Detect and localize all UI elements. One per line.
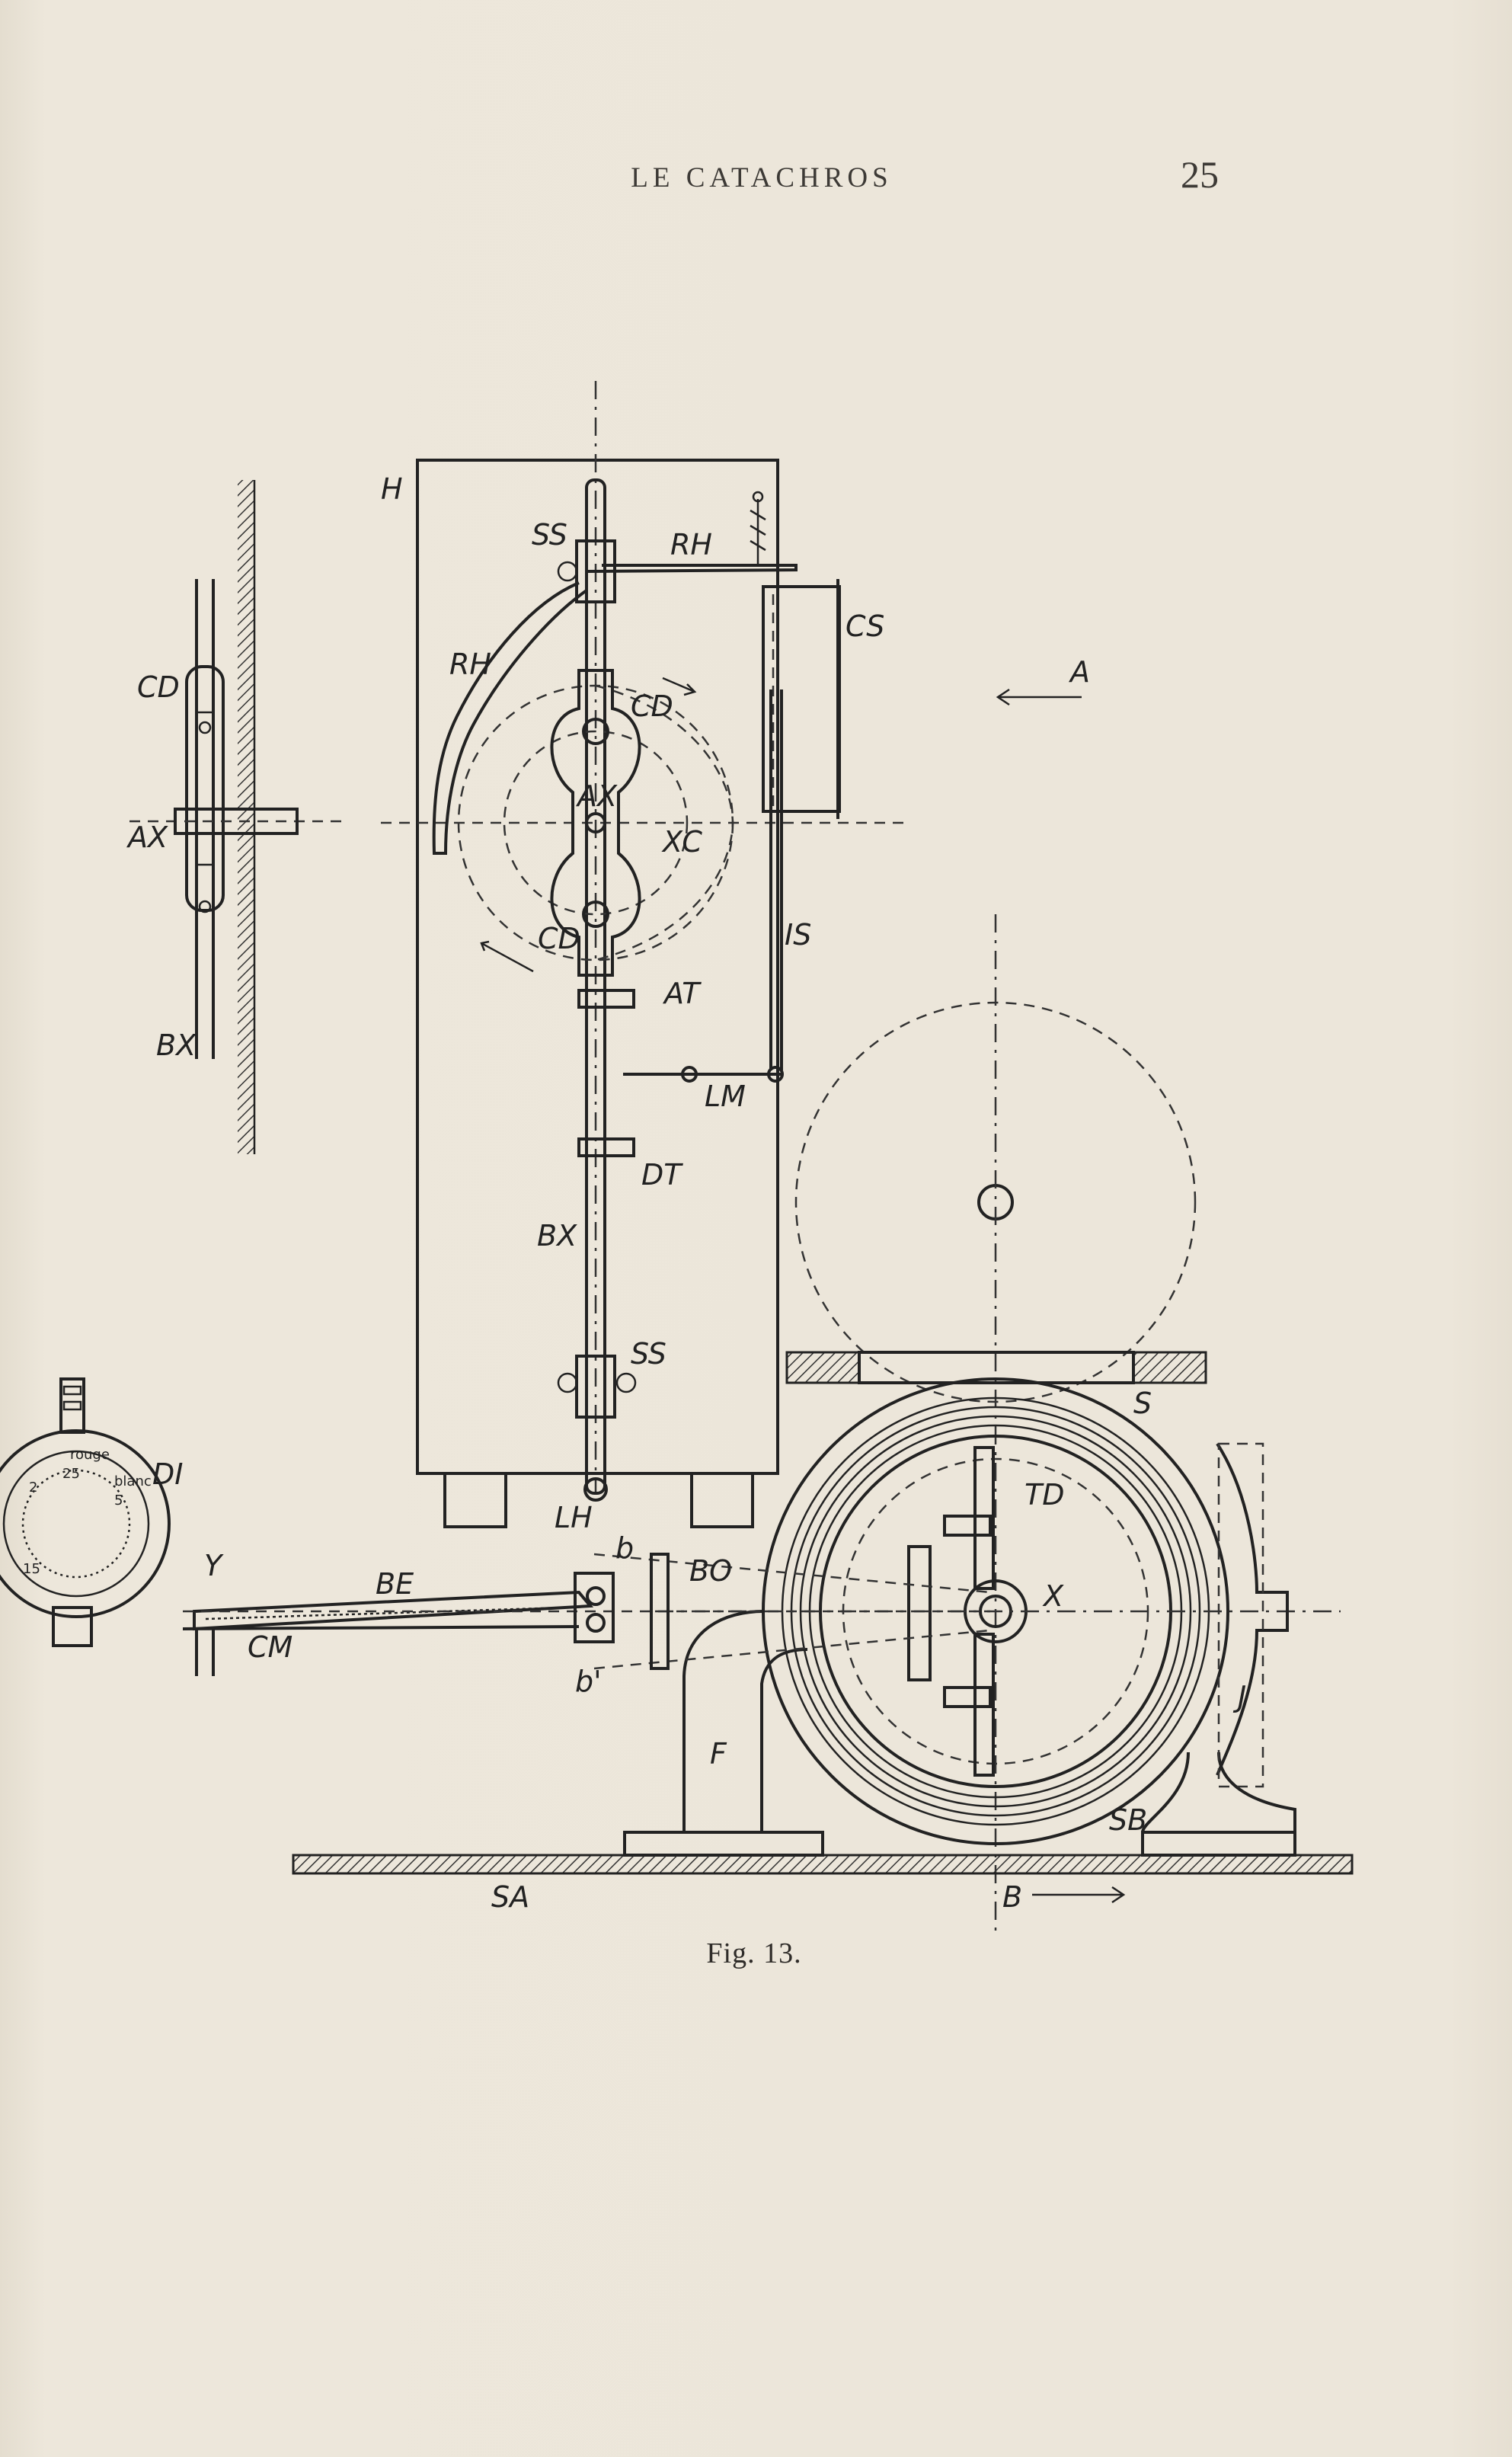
dial-mark-rouge: rouge xyxy=(70,1447,110,1463)
label-ss-bottom: SS xyxy=(631,1337,666,1371)
label-cs: CS xyxy=(846,609,884,643)
label-td: TD xyxy=(1025,1478,1064,1512)
lever-rh-hook xyxy=(432,581,588,855)
arrow-b xyxy=(1032,1886,1126,1904)
housing-foot-left xyxy=(443,1472,507,1528)
rotation-arrow-top xyxy=(662,677,697,696)
ground-sa: SA B xyxy=(292,1854,1354,1914)
label-x: X xyxy=(1042,1579,1064,1613)
axle-ax xyxy=(585,812,606,833)
label-sb: SB xyxy=(1109,1803,1147,1837)
label-f: F xyxy=(710,1737,727,1771)
cam-assembly: CD AX XC CD xyxy=(457,669,734,977)
label-bo: BO xyxy=(689,1554,732,1588)
spoke-bottom xyxy=(973,1633,995,1777)
shutter-cs: CS IS LM A xyxy=(623,579,1090,1113)
stop-dt xyxy=(577,1137,635,1157)
inset-wall xyxy=(238,480,254,1154)
inset-detail: CD AX BX xyxy=(126,480,343,1154)
label-sa: SA xyxy=(491,1880,529,1914)
label-b-small: b xyxy=(615,1531,634,1565)
label-ss-top: SS xyxy=(532,518,567,552)
label-rh-top: RH xyxy=(670,528,712,561)
dial-mark-blanc: blanc xyxy=(114,1473,152,1489)
label-di: DI xyxy=(152,1457,183,1491)
support-sb xyxy=(1140,1752,1296,1834)
bracket-bo xyxy=(574,1572,615,1643)
dial-stand xyxy=(52,1606,93,1647)
label-bx: BX xyxy=(537,1219,577,1252)
lever-rh-arm xyxy=(586,564,798,573)
label-dt: DT xyxy=(641,1158,683,1192)
lever-rh: RH RH xyxy=(432,491,798,855)
label-cd-bottom: CD xyxy=(538,922,580,955)
inset-label-bx: BX xyxy=(156,1029,197,1062)
label-rh-left: RH xyxy=(449,648,491,681)
label-is: IS xyxy=(785,918,811,952)
frame-f xyxy=(682,1610,808,1834)
spring xyxy=(750,499,766,564)
dial-mark-2: 2 xyxy=(29,1480,37,1496)
rotation-arrow-bottom xyxy=(480,940,534,973)
label-s: S xyxy=(1133,1387,1152,1420)
label-ax: AX xyxy=(575,779,618,813)
figure-caption: Fig. 13. xyxy=(706,1937,802,1969)
lever-linkage: b b' BO BE Y CM xyxy=(182,1531,991,1698)
spoke-top xyxy=(973,1446,995,1590)
label-be: BE xyxy=(376,1567,414,1601)
housing-foot-right xyxy=(690,1472,754,1528)
lever-be xyxy=(193,1590,594,1631)
vertical-shaft: SS AT DT BX SS LH xyxy=(532,478,702,1534)
label-y: Y xyxy=(204,1549,224,1582)
label-cd-top: CD xyxy=(631,689,673,723)
bar-cm xyxy=(182,1625,580,1630)
connecting-rod-cd xyxy=(550,669,641,977)
stop-at xyxy=(577,989,635,1009)
inset-connecting-rod xyxy=(185,665,225,912)
arrow-a xyxy=(996,688,1082,706)
label-lm: LM xyxy=(705,1080,746,1113)
housing: H xyxy=(381,381,906,1528)
gear-rack xyxy=(907,1545,932,1681)
label-a: A xyxy=(1068,655,1090,689)
housing-outline xyxy=(416,459,779,1475)
dial-mark-15: 15 xyxy=(23,1561,40,1577)
running-title: LE CATACHROS xyxy=(631,162,893,194)
label-xc: XC xyxy=(661,825,702,859)
frame-f-base xyxy=(623,1831,824,1857)
label-h: H xyxy=(381,472,403,506)
dial-pointer xyxy=(59,1377,85,1434)
label-b-prime: b' xyxy=(575,1665,602,1698)
bracket-j xyxy=(1216,1442,1289,1776)
shutter-plate-cs xyxy=(762,585,841,813)
bench-s: S xyxy=(785,1351,1207,1420)
dial-mark-25: 25 xyxy=(62,1466,80,1482)
film-reel xyxy=(794,914,1197,1935)
label-cm: CM xyxy=(248,1630,292,1664)
label-at: AT xyxy=(662,977,702,1010)
label-j: J xyxy=(1232,1680,1246,1713)
dial-di: 25 blanc 5 2 15 rouge DI xyxy=(0,1377,183,1647)
page-number: 25 xyxy=(1181,153,1219,196)
label-b: B xyxy=(1002,1880,1022,1914)
label-lh: LH xyxy=(555,1501,593,1534)
inset-label-ax: AX xyxy=(126,821,168,854)
inset-axle xyxy=(174,808,299,835)
shaft-bx xyxy=(585,478,606,1495)
dial-mark-5: 5 xyxy=(114,1492,123,1508)
inset-label-cd: CD xyxy=(137,670,180,704)
